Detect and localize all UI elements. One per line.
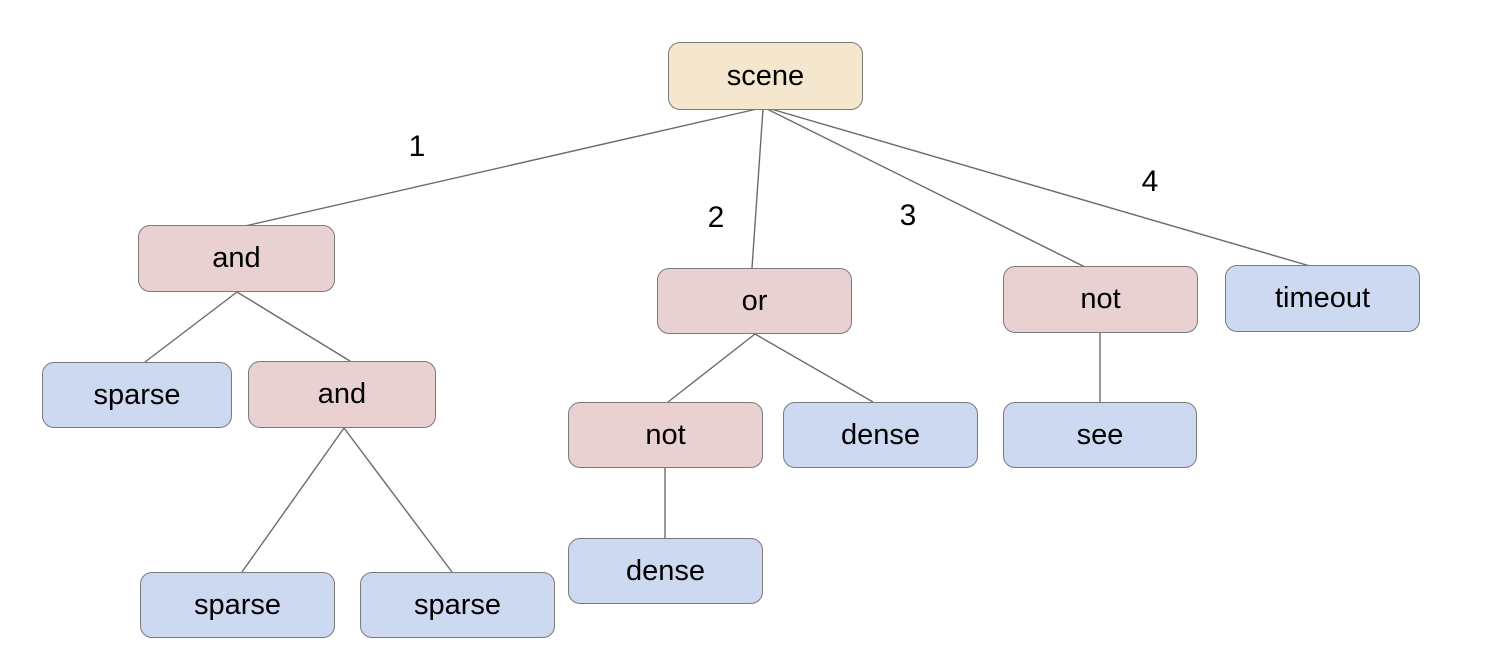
tree-node-label: not xyxy=(1080,283,1121,315)
edge-scene-and1 xyxy=(244,108,758,227)
edge-label-scene-not1: 3 xyxy=(899,199,917,232)
tree-node-timeout1: timeout xyxy=(1225,265,1420,332)
tree-node-sparse3: sparse xyxy=(360,572,555,638)
tree-node-or1: or xyxy=(657,268,852,334)
edge-label-scene-timeout1: 4 xyxy=(1141,165,1159,198)
tree-node-label: scene xyxy=(726,59,805,92)
edge-scene-timeout1 xyxy=(770,108,1311,267)
tree-node-label: sparse xyxy=(413,588,502,621)
edge-and2-sparse3 xyxy=(343,427,453,573)
tree-node-scene: scene xyxy=(668,42,863,110)
tree-node-sparse2: sparse xyxy=(140,572,335,638)
tree-node-dense2: dense xyxy=(568,538,763,604)
tree-node-label: and xyxy=(212,242,261,274)
tree-node-label: timeout xyxy=(1274,282,1371,314)
edge-label-scene-and1: 1 xyxy=(408,130,426,163)
tree-node-and2: and xyxy=(248,361,436,428)
edge-or1-not2 xyxy=(667,333,756,403)
tree-node-label: or xyxy=(741,284,768,317)
tree-node-not1: not xyxy=(1003,266,1198,333)
tree-node-not2: not xyxy=(568,402,763,468)
tree-node-label: dense xyxy=(625,554,705,587)
edge-scene-or1 xyxy=(751,108,764,269)
tree-node-see1: see xyxy=(1003,402,1197,468)
tree-node-and1: and xyxy=(138,225,335,292)
tree-node-sparse1: sparse xyxy=(42,362,232,428)
edge-or1-dense1 xyxy=(754,333,874,403)
edge-and1-sparse1 xyxy=(144,291,238,363)
tree-node-dense1: dense xyxy=(783,402,978,468)
tree-node-label: not xyxy=(645,418,686,451)
tree-node-label: see xyxy=(1076,418,1124,451)
edge-scene-not1 xyxy=(766,108,1086,268)
tree-node-label: sparse xyxy=(193,588,282,621)
tree-node-label: dense xyxy=(840,418,920,451)
edge-and2-sparse2 xyxy=(241,427,345,573)
edge-label-scene-or1: 2 xyxy=(707,201,725,234)
edge-and1-and2 xyxy=(236,291,351,362)
tree-node-label: sparse xyxy=(93,378,181,411)
tree-node-label: and xyxy=(317,378,367,410)
